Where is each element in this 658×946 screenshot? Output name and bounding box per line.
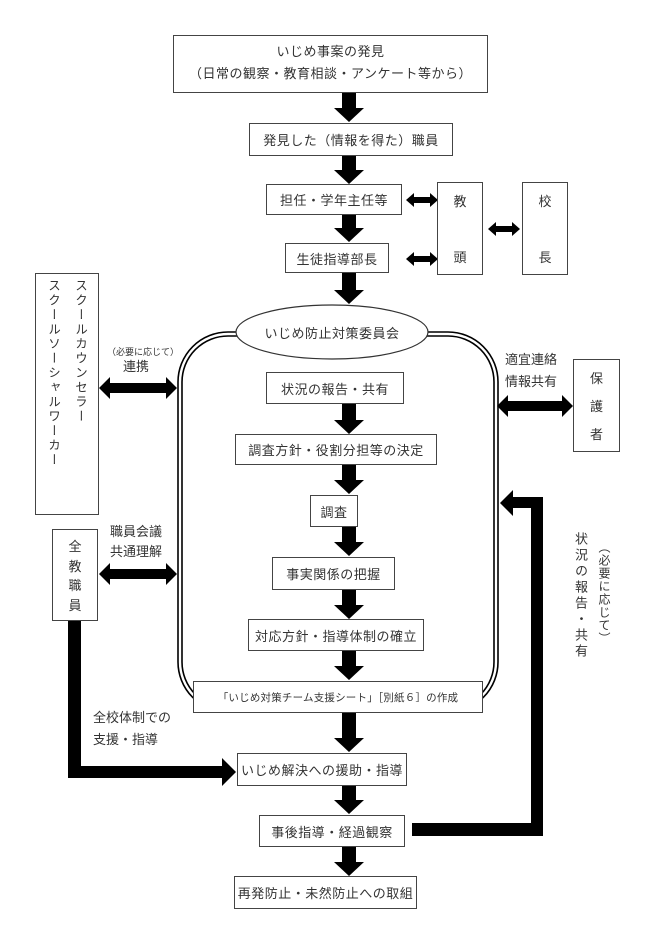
vice-principal-char-1: 教	[453, 195, 467, 210]
all-staff-char-4: 員	[68, 598, 82, 614]
vice-principal-char-2: 頭	[453, 251, 467, 266]
guardians-char-1: 保	[589, 372, 603, 387]
staff-meeting-label: 職員会議	[110, 525, 163, 540]
arrow-down-5	[334, 404, 364, 434]
guardian-contact-label: 適宜連絡	[505, 353, 558, 368]
committee-title: いじめ防止対策委員会	[236, 305, 428, 359]
prevention-label: 再発防止・未然防止への取組	[237, 887, 414, 902]
response-policy-label: 対応方針・指導体制の確立	[254, 629, 417, 645]
vice-principal-box: 教 頭	[437, 182, 483, 275]
discovery-box: いじめ事案の発見 （日常の観察・教育相談・アンケート等から）	[173, 35, 488, 93]
discovery-title: いじめ事案の発見	[276, 45, 385, 60]
feedback-loop-arrow	[412, 490, 543, 836]
guardians-box: 保 護 者	[573, 359, 620, 452]
homeroom-box: 担任・学年主任等	[266, 184, 402, 215]
arrow-down-11	[334, 785, 364, 814]
double-arrow-guardians	[497, 395, 573, 417]
discovery-subtitle: （日常の観察・教育相談・アンケート等から）	[189, 67, 472, 82]
principal-char-2: 長	[538, 251, 552, 266]
investigation-label: 調査	[320, 505, 348, 521]
counselor-link-label: 連携	[123, 360, 150, 375]
common-understanding-label: 共通理解	[110, 545, 163, 560]
prevention-box: 再発防止・未然防止への取組	[234, 876, 417, 909]
all-staff-char-2: 教	[68, 559, 82, 575]
feedback-label: 状況の報告・共有	[572, 532, 587, 660]
school-social-worker-label: スクールソーシャルワーカー	[46, 279, 61, 468]
arrow-down-4	[334, 272, 364, 304]
feedback-note: （必要に応じて）	[597, 541, 611, 645]
support-sheet-box: 「いじめ対策チーム支援シート」［別紙６］の作成	[193, 681, 483, 713]
followup-label: 事後指導・経過観察	[271, 825, 393, 841]
support-sheet-label: 「いじめ対策チーム支援シート」［別紙６］の作成	[217, 691, 459, 704]
resolution-support-box: いじめ解決への援助・指導	[237, 753, 407, 786]
all-staff-box: 全 教 職 員	[52, 529, 98, 621]
arrow-down-10	[334, 712, 364, 752]
arrow-down-2	[334, 156, 364, 184]
staff-found-label: 発見した（情報を得た）職員	[263, 134, 439, 149]
principal-char-1: 校	[538, 195, 552, 210]
school-counselor-label: スクールカウンセラー	[73, 279, 88, 424]
policy-decision-box: 調査方針・役割分担等の決定	[235, 434, 437, 465]
fact-grasp-label: 事実関係の把握	[286, 568, 381, 583]
resolution-support-label: いじめ解決への援助・指導	[240, 764, 403, 779]
counselors-box: スクールカウンセラー スクールソーシャルワーカー	[35, 273, 99, 515]
homeroom-label: 担任・学年主任等	[279, 194, 388, 209]
schoolwide-label-2: 支援・指導	[93, 733, 159, 748]
arrow-down-9	[334, 651, 364, 680]
staff-found-box: 発見した（情報を得た）職員	[249, 123, 453, 156]
committee-label: いじめ防止対策委員会	[264, 326, 400, 342]
investigation-box: 調査	[310, 495, 358, 527]
schoolwide-label-1: 全校体制での	[93, 711, 172, 726]
schoolwide-support-arrow	[68, 620, 236, 786]
policy-decision-label: 調査方針・役割分担等の決定	[248, 444, 424, 459]
guidance-head-box: 生徒指導部長	[285, 243, 389, 273]
double-arrow-counselors	[99, 377, 177, 399]
arrow-down-12	[334, 846, 364, 876]
arrow-down-8	[334, 590, 364, 619]
double-arrow-all-staff	[99, 563, 177, 585]
guidance-head-label: 生徒指導部長	[296, 252, 378, 268]
report-share-box: 状況の報告・共有	[266, 372, 404, 404]
arrow-down-3	[334, 213, 364, 242]
arrow-down-6	[334, 465, 364, 494]
guardian-share-label: 情報共有	[505, 375, 558, 390]
guardians-char-2: 護	[589, 400, 603, 415]
principal-box: 校 長	[522, 182, 568, 275]
response-policy-box: 対応方針・指導体制の確立	[248, 619, 424, 651]
all-staff-char-3: 職	[68, 579, 82, 595]
arrow-down-1	[334, 93, 364, 122]
followup-box: 事後指導・経過観察	[259, 815, 405, 847]
double-arrow-vp-principal	[488, 222, 520, 236]
report-share-label: 状況の報告・共有	[280, 382, 389, 398]
fact-grasp-box: 事実関係の把握	[272, 557, 395, 590]
arrow-down-7	[334, 527, 364, 556]
counselor-link-note: （必要に応じて）	[107, 348, 180, 358]
all-staff-char-1: 全	[68, 540, 82, 555]
double-arrow-homeroom-vp	[406, 193, 438, 207]
guardians-char-3: 者	[589, 428, 603, 443]
double-arrow-guidance-vp	[406, 252, 438, 266]
